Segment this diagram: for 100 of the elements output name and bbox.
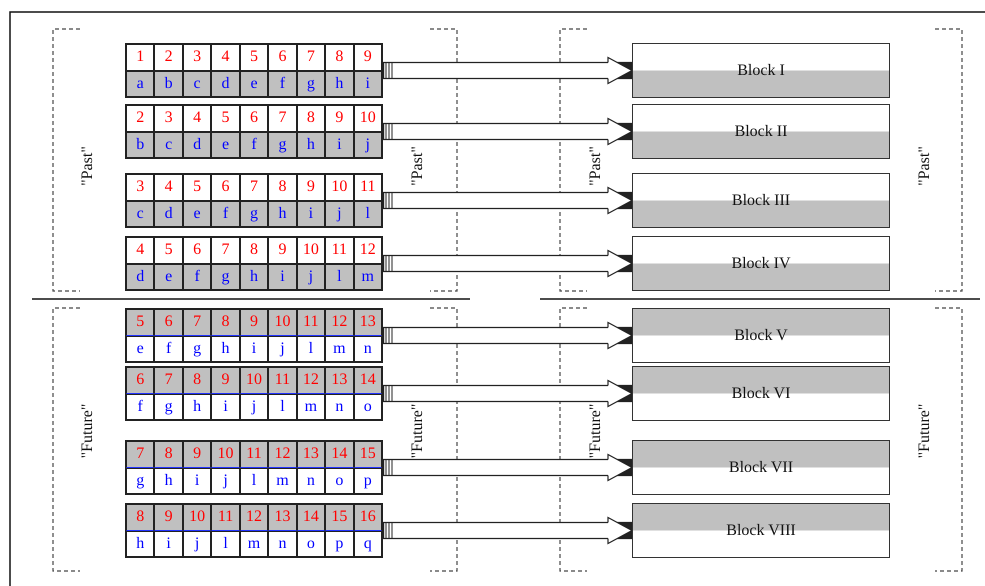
number-cell: 13: [296, 441, 326, 468]
number-cell: 5: [154, 237, 183, 264]
number-cell: 15: [325, 504, 354, 530]
letter-cell: g: [240, 200, 268, 227]
number-cell: 9: [296, 174, 326, 200]
letter-cell: m: [354, 264, 382, 290]
letter-cell: d: [154, 200, 183, 227]
group-label: "Future": [916, 403, 934, 458]
data-table: [125, 104, 383, 159]
number-cell: 6: [182, 237, 212, 264]
letter-cell: g: [268, 132, 297, 158]
number-cell: 6: [154, 309, 183, 336]
number-cell: 5: [182, 174, 212, 200]
number-cell: 12: [268, 441, 297, 468]
letter-cell: n: [268, 530, 297, 557]
number-cell: 4: [211, 44, 240, 70]
letter-cell: f: [154, 336, 183, 362]
number-cell: 9: [182, 441, 212, 468]
number-cell: 8: [268, 174, 297, 200]
group-label: "Future": [409, 403, 427, 458]
letter-cell: h: [126, 530, 154, 557]
number-cell: 2: [126, 105, 154, 132]
letter-cell: j: [268, 336, 297, 362]
number-cell: 10: [268, 309, 297, 336]
letter-cell: h: [325, 70, 354, 97]
number-cell: 11: [296, 309, 326, 336]
letter-cell: i: [240, 336, 268, 362]
number-cell: 10: [211, 441, 240, 468]
letter-cell: f: [126, 394, 154, 420]
letter-cell: f: [240, 132, 268, 158]
letter-cell: p: [354, 468, 382, 494]
number-cell: 7: [296, 44, 326, 70]
group-label: "Past": [916, 146, 934, 186]
letter-cell: d: [211, 70, 240, 97]
letter-cell: h: [211, 336, 240, 362]
number-cell: 11: [240, 441, 268, 468]
letter-cell: e: [126, 336, 154, 362]
letter-cell: j: [296, 264, 326, 290]
number-cell: 6: [268, 44, 297, 70]
number-cell: 13: [325, 367, 354, 394]
number-cell: 3: [126, 174, 154, 200]
letter-cell: l: [240, 468, 268, 494]
letter-cell: c: [182, 70, 212, 97]
number-cell: 9: [354, 44, 382, 70]
number-cell: 14: [296, 504, 326, 530]
number-cell: 11: [354, 174, 382, 200]
letter-cell: h: [240, 264, 268, 290]
number-cell: 9: [211, 367, 240, 394]
letter-cell: n: [325, 394, 354, 420]
number-cell: 15: [354, 441, 382, 468]
letter-cell: h: [182, 394, 212, 420]
number-cell: 4: [154, 174, 183, 200]
number-cell: 4: [182, 105, 212, 132]
block-box: Block II: [632, 104, 890, 159]
number-cell: 12: [240, 504, 268, 530]
data-table: [125, 503, 383, 558]
letter-cell: q: [354, 530, 382, 557]
number-cell: 3: [154, 105, 183, 132]
number-cell: 6: [211, 174, 240, 200]
letter-cell: l: [354, 200, 382, 227]
letter-cell: o: [325, 468, 354, 494]
number-cell: 1: [126, 44, 154, 70]
letter-cell: i: [268, 264, 297, 290]
data-table: [125, 236, 383, 291]
number-cell: 10: [354, 105, 382, 132]
number-cell: 8: [211, 309, 240, 336]
block-box: Block VIII: [632, 503, 890, 558]
number-cell: 7: [268, 105, 297, 132]
block-box: Block V: [632, 308, 890, 363]
letter-cell: e: [182, 200, 212, 227]
letter-cell: o: [354, 394, 382, 420]
data-table: [125, 440, 383, 495]
number-cell: 10: [182, 504, 212, 530]
letter-cell: l: [325, 264, 354, 290]
number-cell: 16: [354, 504, 382, 530]
number-cell: 13: [268, 504, 297, 530]
number-cell: 9: [268, 237, 297, 264]
letter-cell: h: [296, 132, 326, 158]
number-cell: 7: [182, 309, 212, 336]
letter-cell: h: [154, 468, 183, 494]
letter-cell: j: [354, 132, 382, 158]
letter-cell: i: [296, 200, 326, 227]
number-cell: 12: [354, 237, 382, 264]
letter-cell: m: [325, 336, 354, 362]
letter-cell: c: [154, 132, 183, 158]
letter-cell: i: [325, 132, 354, 158]
number-cell: 11: [211, 504, 240, 530]
block-box: Block VI: [632, 366, 890, 421]
group-label: "Past": [409, 146, 427, 186]
number-cell: 12: [296, 367, 326, 394]
letter-cell: i: [182, 468, 212, 494]
letter-cell: m: [268, 468, 297, 494]
letter-cell: i: [211, 394, 240, 420]
letter-cell: j: [240, 394, 268, 420]
letter-cell: g: [126, 468, 154, 494]
number-cell: 4: [126, 237, 154, 264]
letter-cell: e: [240, 70, 268, 97]
data-table: [125, 308, 383, 363]
letter-cell: j: [211, 468, 240, 494]
group-label: "Future": [79, 403, 97, 458]
